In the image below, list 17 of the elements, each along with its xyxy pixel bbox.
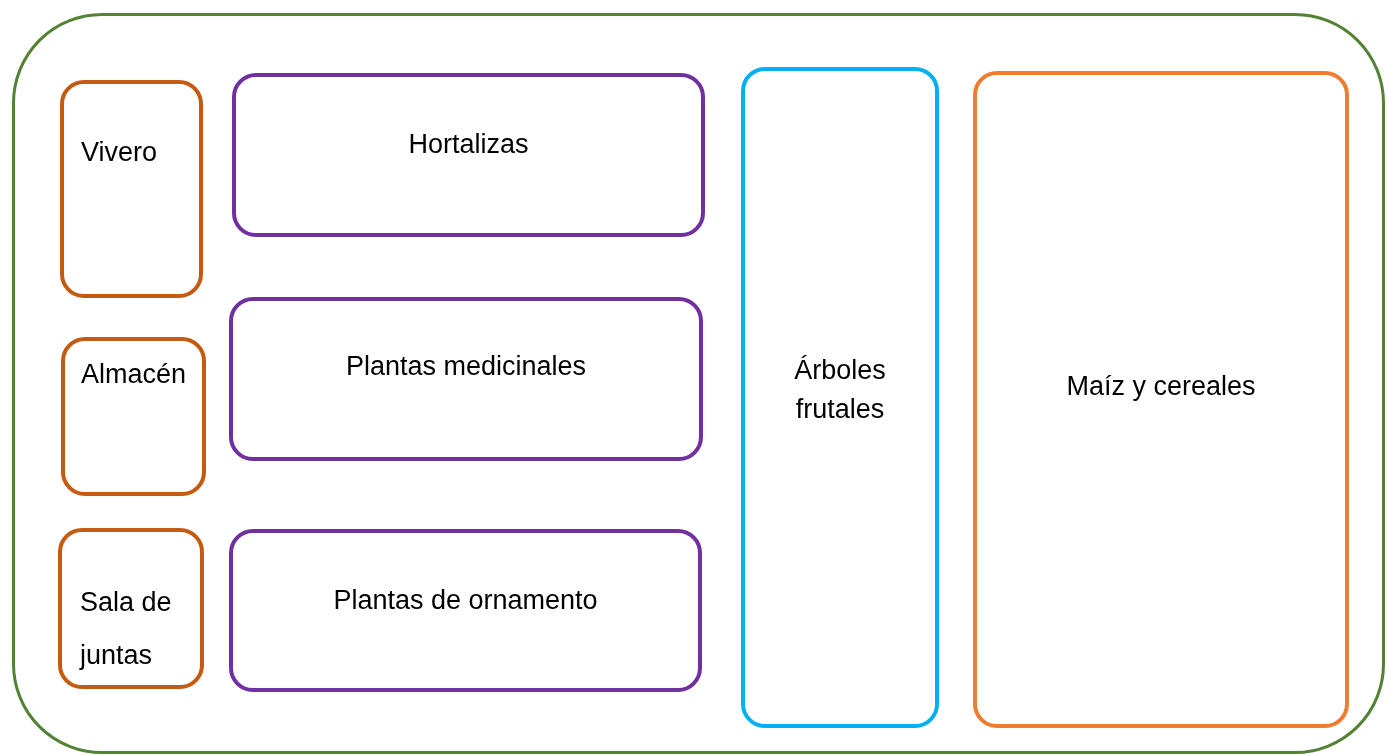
area-box xyxy=(58,528,204,689)
area-box xyxy=(229,529,702,692)
area-label: Plantas de ornamento xyxy=(333,584,598,617)
area-label: Sala de juntas xyxy=(80,586,173,672)
area-label: Hortalizas xyxy=(408,128,529,161)
area-label: Vivero xyxy=(81,136,158,169)
area-label: Almacén xyxy=(81,358,187,391)
area-label: Árboles frutales xyxy=(793,354,887,427)
area-label: Maíz y cereales xyxy=(1066,370,1256,403)
site-boundary xyxy=(12,13,1385,754)
area-box xyxy=(232,73,705,237)
area-label: Plantas medicinales xyxy=(345,350,587,383)
area-box xyxy=(741,67,939,728)
area-box xyxy=(61,337,206,496)
area-box xyxy=(973,71,1349,728)
area-box xyxy=(60,80,203,298)
area-box xyxy=(229,297,703,461)
